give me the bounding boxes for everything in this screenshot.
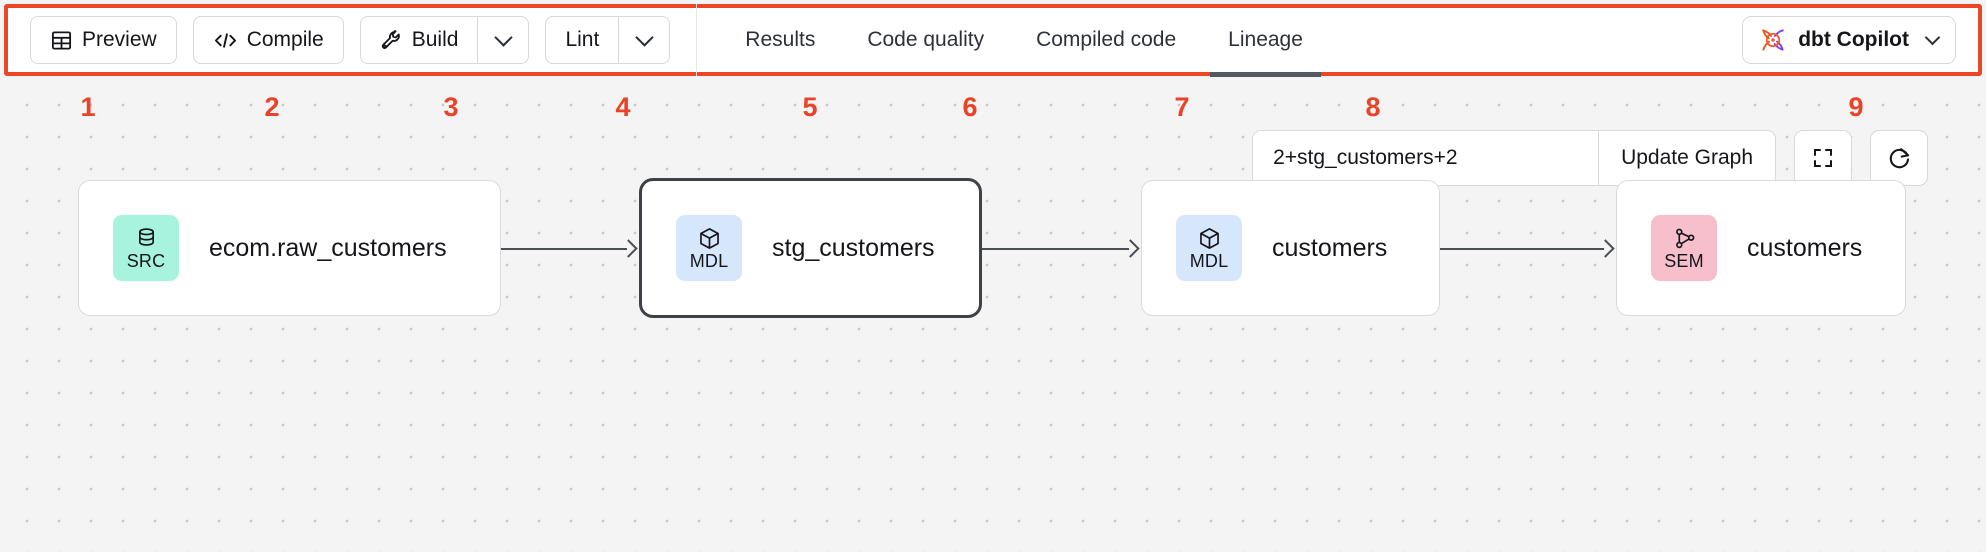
callout-2: 2	[264, 92, 280, 122]
node-badge-mdl-stg-label: MDL	[689, 251, 729, 271]
fullscreen-expand-button[interactable]	[1794, 130, 1852, 186]
lineage-canvas[interactable]: Update Graph	[0, 80, 1986, 552]
fullscreen-expand-icon	[1811, 146, 1835, 170]
tab-code-quality[interactable]: Code quality	[841, 8, 1010, 72]
tab-bar: Results Code quality Compiled code Linea…	[719, 8, 1329, 77]
update-graph-label: Update Graph	[1621, 146, 1753, 169]
node-badge-src: SRC	[113, 215, 179, 281]
graph-selector-combo: Update Graph	[1252, 130, 1776, 186]
node-badge-sem-label: SEM	[1664, 251, 1704, 271]
dbt-copilot-button[interactable]: dbt Copilot	[1742, 16, 1956, 64]
tab-compiled-code[interactable]: Compiled code	[1010, 8, 1202, 72]
lint-dropdown-caret[interactable]	[618, 16, 671, 64]
callout-5: 5	[802, 92, 818, 122]
tab-lineage[interactable]: Lineage	[1202, 8, 1329, 77]
node-badge-src-label: SRC	[126, 251, 166, 271]
toolbar-divider	[696, 4, 698, 76]
edge-src-to-stg	[501, 248, 627, 250]
edge-stg-to-customers-arrow	[1121, 239, 1140, 258]
graph-controls: Update Graph	[1252, 130, 1928, 186]
callout-4: 4	[615, 92, 631, 122]
action-button-group: Preview Compile	[30, 16, 671, 64]
lint-button-label: Lint	[565, 28, 600, 51]
node-badge-sem: SEM	[1651, 215, 1717, 281]
code-brackets-icon	[213, 29, 238, 52]
callout-9: 9	[1848, 92, 1864, 122]
cube-icon	[697, 226, 722, 251]
build-button-label: Build	[411, 28, 459, 51]
toolbar-highlight-region: Preview Compile	[4, 4, 1982, 77]
node-badge-mdl-customers-label: MDL	[1189, 251, 1229, 271]
tab-results-label: Results	[745, 28, 816, 51]
wrench-icon	[380, 29, 403, 52]
update-graph-button[interactable]: Update Graph	[1598, 131, 1775, 185]
tab-lineage-label: Lineage	[1228, 28, 1303, 51]
database-icon	[134, 226, 159, 251]
build-split-button: Build	[359, 16, 530, 64]
node-title-semantic-customers: customers	[1747, 233, 1863, 262]
lint-button[interactable]: Lint	[545, 16, 619, 64]
build-button[interactable]: Build	[359, 16, 478, 64]
lineage-node-semantic-customers[interactable]: SEM customers	[1616, 180, 1906, 316]
node-badge-mdl-customers: MDL	[1176, 215, 1242, 281]
callout-6: 6	[962, 92, 978, 122]
compile-button[interactable]: Compile	[192, 16, 344, 64]
edge-customers-to-sem-arrow	[1596, 239, 1615, 258]
callout-7: 7	[1174, 92, 1190, 122]
lineage-node-model-stg-customers[interactable]: MDL stg_customers	[639, 178, 982, 318]
preview-button-label: Preview	[82, 28, 157, 51]
chevron-down-icon	[1924, 29, 1941, 45]
lineage-node-model-customers[interactable]: MDL customers	[1141, 180, 1440, 316]
dbt-copilot-label: dbt Copilot	[1798, 28, 1909, 51]
table-icon	[50, 29, 73, 52]
callout-1: 1	[80, 92, 96, 122]
node-title-model-customers: customers	[1272, 233, 1388, 262]
lineage-node-source-raw-customers[interactable]: SRC ecom.raw_customers	[78, 180, 501, 316]
tab-compiled-code-label: Compiled code	[1036, 28, 1177, 51]
edge-src-to-stg-arrow	[619, 239, 638, 258]
callout-3: 3	[443, 92, 459, 122]
node-title-model-stg-customers: stg_customers	[772, 233, 935, 262]
edge-customers-to-sem	[1440, 248, 1604, 250]
refresh-icon	[1887, 146, 1912, 171]
dbt-copilot-star-icon	[1760, 27, 1786, 53]
callout-8: 8	[1365, 92, 1381, 122]
node-title-source-raw-customers: ecom.raw_customers	[209, 233, 447, 262]
compile-button-label: Compile	[246, 28, 324, 51]
tab-code-quality-label: Code quality	[867, 28, 985, 51]
build-dropdown-caret[interactable]	[477, 16, 530, 64]
tab-results[interactable]: Results	[719, 8, 841, 72]
toolbar: Preview Compile	[8, 4, 1978, 77]
semantic-graph-icon	[1672, 226, 1697, 251]
graph-selector-input[interactable]	[1253, 131, 1599, 185]
preview-button[interactable]: Preview	[30, 16, 177, 64]
node-badge-mdl-stg: MDL	[676, 215, 742, 281]
cube-icon	[1197, 226, 1222, 251]
refresh-button[interactable]	[1870, 130, 1928, 186]
lint-split-button: Lint	[545, 16, 671, 64]
callout-overlay: 1 2 3 4 5 6 7 8 9	[0, 92, 1986, 128]
edge-stg-to-customers	[982, 248, 1129, 250]
